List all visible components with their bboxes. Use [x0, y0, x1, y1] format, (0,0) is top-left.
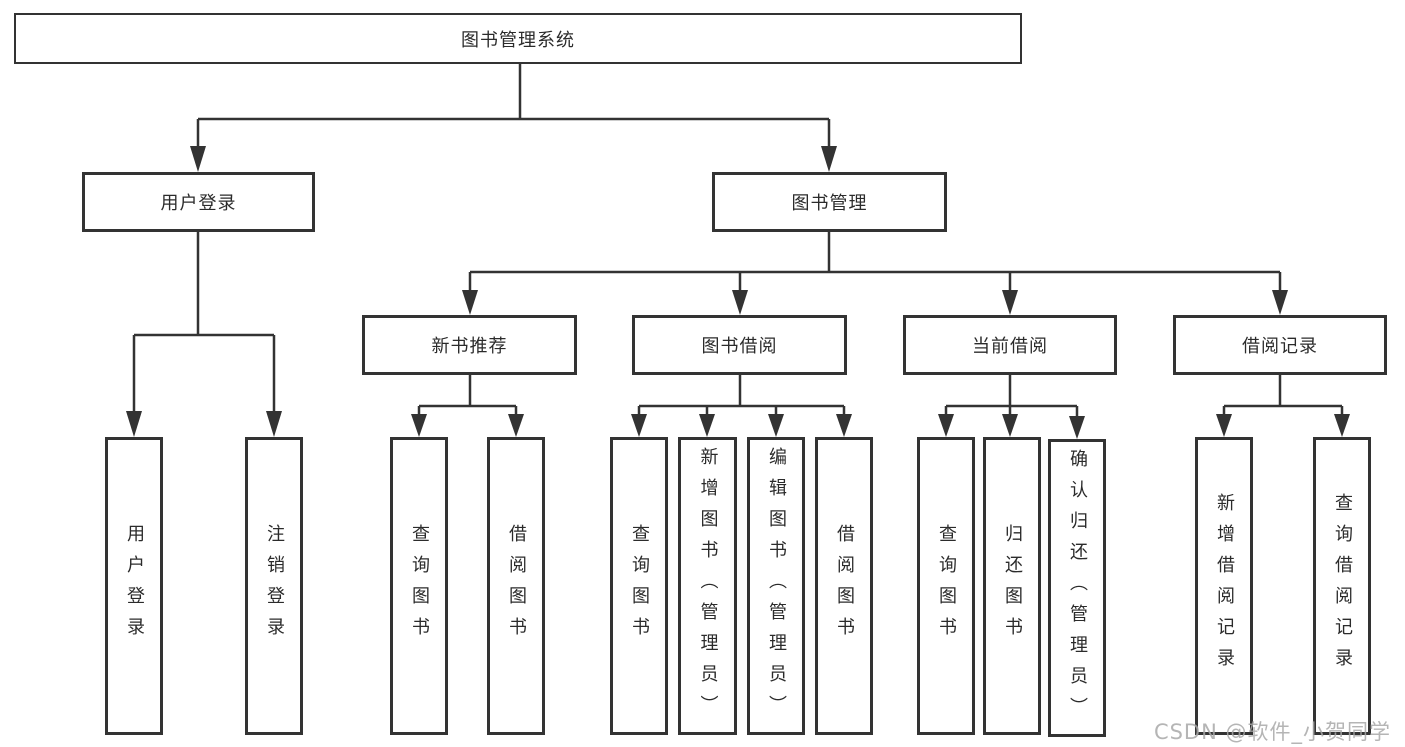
- node-new-book-recommend-label: 新书推荐: [431, 336, 508, 357]
- node-borrowing-records-label: 借阅记录: [1242, 336, 1318, 357]
- node-book-borrowing-label: 图书借阅: [701, 336, 778, 357]
- node-root: 图书管理系统: [14, 13, 1022, 64]
- leaf-add-borrow-record: 新增借阅记录: [1195, 437, 1253, 735]
- node-book-management: 图书管理: [712, 172, 947, 232]
- leaf-user-login-label: 用户登录: [124, 524, 145, 648]
- leaf-confirm-return-admin-label: 确认归还（管理员）: [1067, 448, 1088, 728]
- leaf-add-books-admin: 新增图书（管理员）: [678, 437, 737, 735]
- node-current-borrowing: 当前借阅: [903, 315, 1117, 375]
- leaf-borrowing-borrow-books-label: 借阅图书: [834, 524, 855, 648]
- leaf-borrowing-query-books: 查询图书: [610, 437, 668, 735]
- leaf-return-books-label: 归还图书: [1002, 524, 1023, 648]
- leaf-add-books-admin-label: 新增图书（管理员）: [697, 446, 719, 726]
- leaf-current-query-books-label: 查询图书: [936, 524, 957, 648]
- node-book-borrowing: 图书借阅: [632, 315, 847, 375]
- leaf-query-borrow-record: 查询借阅记录: [1313, 437, 1371, 735]
- leaf-borrowing-borrow-books: 借阅图书: [815, 437, 873, 735]
- node-book-management-label: 图书管理: [791, 193, 868, 214]
- leaf-user-login: 用户登录: [105, 437, 163, 735]
- node-borrowing-records: 借阅记录: [1173, 315, 1387, 375]
- leaf-query-borrow-record-label: 查询借阅记录: [1332, 493, 1353, 679]
- leaf-logout: 注销登录: [245, 437, 303, 735]
- leaf-add-borrow-record-label: 新增借阅记录: [1214, 493, 1235, 679]
- leaf-recommend-query-books-label: 查询图书: [409, 524, 430, 648]
- leaf-logout-label: 注销登录: [264, 524, 285, 648]
- node-root-label: 图书管理系统: [461, 29, 575, 51]
- leaf-borrowing-query-books-label: 查询图书: [629, 524, 650, 648]
- node-user-login: 用户登录: [82, 172, 315, 232]
- leaf-edit-books-admin-label: 编辑图书（管理员）: [766, 446, 787, 726]
- leaf-recommend-borrow-books-label: 借阅图书: [506, 524, 527, 648]
- leaf-recommend-query-books: 查询图书: [390, 437, 448, 735]
- leaf-return-books: 归还图书: [983, 437, 1041, 735]
- leaf-confirm-return-admin: 确认归还（管理员）: [1048, 439, 1106, 737]
- leaf-recommend-borrow-books: 借阅图书: [487, 437, 545, 735]
- leaf-current-query-books: 查询图书: [917, 437, 975, 735]
- leaf-edit-books-admin: 编辑图书（管理员）: [747, 437, 805, 735]
- node-current-borrowing-label: 当前借阅: [972, 336, 1048, 357]
- node-new-book-recommend: 新书推荐: [362, 315, 577, 375]
- node-user-login-label: 用户登录: [160, 193, 237, 214]
- watermark: CSDN @软件_小贺同学: [1153, 720, 1391, 744]
